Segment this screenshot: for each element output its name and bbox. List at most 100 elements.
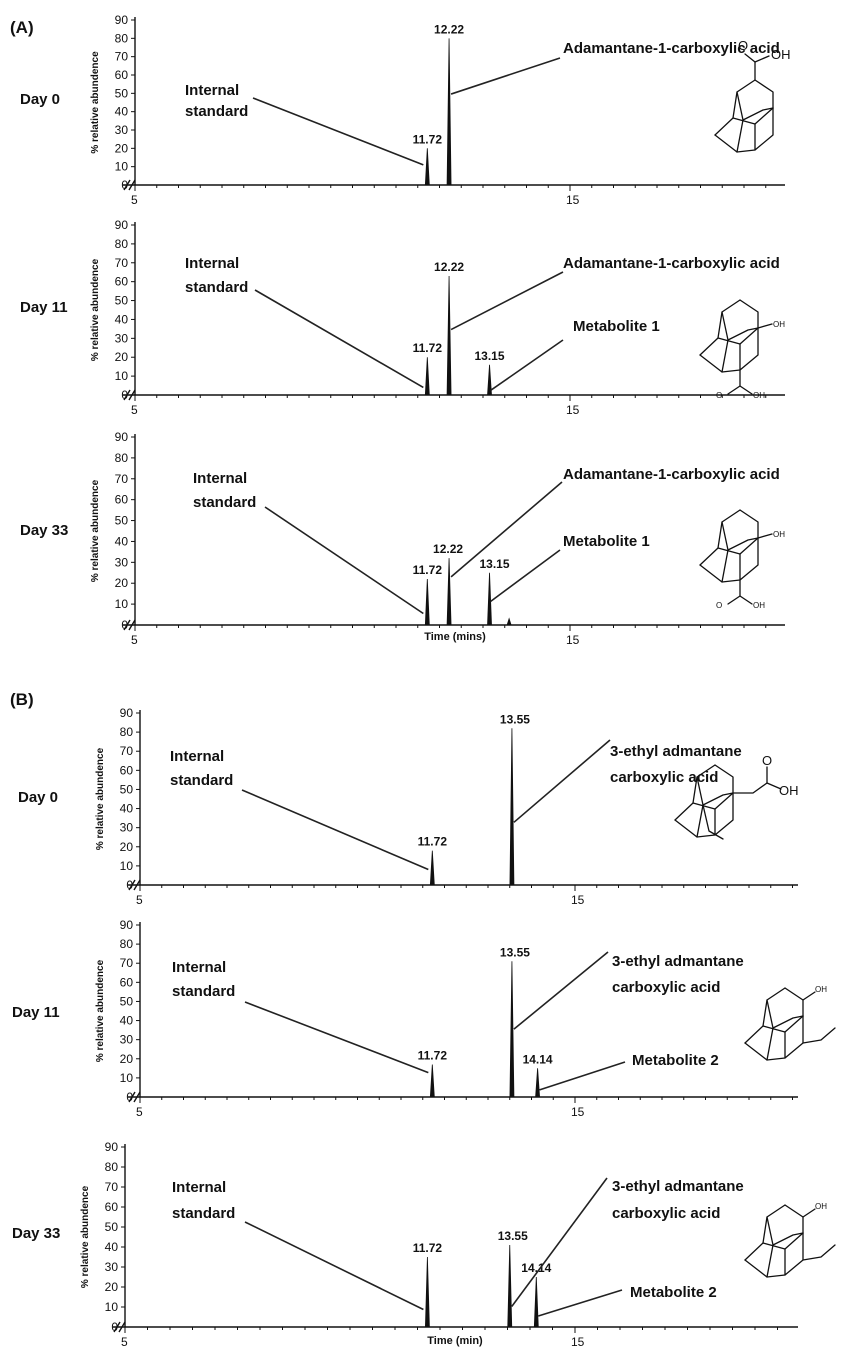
y-tick-label: 60 <box>120 975 134 989</box>
molecule-bond <box>714 107 774 136</box>
molecule-bond <box>744 1015 804 1044</box>
chromatogram-2: Day 11% relative abundence01020304050607… <box>20 218 785 417</box>
molecule-structure: OH <box>744 985 836 1061</box>
molecule-bond <box>699 327 759 356</box>
x-axis-label: Time (mins) <box>424 631 486 643</box>
y-tick-label: 30 <box>105 1260 119 1274</box>
y-tick-label: 0 <box>111 1320 118 1334</box>
y-tick-label: 20 <box>115 141 129 155</box>
y-tick-label: 70 <box>105 1180 119 1194</box>
molecule-bond <box>717 509 741 549</box>
molecule-bond <box>699 537 759 566</box>
annotation-leader-line <box>539 1061 626 1091</box>
peak-annotation: Adamantane-1-carboxylic acid <box>563 255 780 272</box>
y-tick-label: 30 <box>115 555 129 569</box>
peak-annotation: Adamantane-1-carboxylic acid <box>563 40 780 57</box>
peak-label: 12.22 <box>433 542 463 556</box>
chromatogram-4: (B)Day 0% relative abundence010203040506… <box>10 690 799 907</box>
molecule-bond <box>699 354 741 373</box>
peak-label: 12.22 <box>434 22 464 36</box>
y-tick-label: 20 <box>105 1280 119 1294</box>
peak-annotation: carboxylic acid <box>610 769 718 786</box>
y-tick-label: 90 <box>115 218 129 232</box>
y-axis-label: % relative abundence <box>95 959 106 1062</box>
y-tick-label: 0 <box>121 388 128 402</box>
axis-break <box>128 879 136 891</box>
molecule-structure: OH <box>744 1202 836 1278</box>
annotation-leader-line <box>254 289 424 389</box>
molecule-atom-label: O <box>716 391 722 400</box>
y-tick-label: 30 <box>120 821 134 835</box>
x-tick-label: 5 <box>136 893 143 907</box>
peak-annotation: carboxylic acid <box>612 1205 720 1222</box>
y-tick-label: 90 <box>105 1140 119 1154</box>
y-tick-label: 60 <box>105 1200 119 1214</box>
chromatogram-peak <box>446 38 452 186</box>
molecule-structure: OOH <box>674 753 799 840</box>
chromatogram-peak <box>509 728 515 886</box>
peak-annotation: standard <box>185 279 248 296</box>
annotation-leader-line <box>513 951 609 1030</box>
chromatogram-peak <box>446 558 452 626</box>
molecule-bond <box>674 792 734 821</box>
molecule-bond <box>727 369 741 395</box>
y-tick-label: 30 <box>115 123 129 137</box>
annotation-leader-line <box>450 57 561 95</box>
chromatogram-peak <box>507 1244 513 1328</box>
y-tick-label: 70 <box>115 50 129 64</box>
y-tick-label: 20 <box>120 840 134 854</box>
molecule-bond <box>744 53 756 81</box>
peak-annotation: Internal <box>185 82 239 99</box>
annotation-leader-line <box>450 481 563 578</box>
chromatogram-peak <box>509 961 515 1098</box>
chromatogram-5: Day 11% relative abundence01020304050607… <box>12 918 836 1119</box>
annotation-leader-line <box>450 271 564 331</box>
x-tick-label: 15 <box>571 1105 585 1119</box>
x-tick-label: 5 <box>136 1105 143 1119</box>
molecule-atom-label: OH <box>815 1202 827 1211</box>
annotation-leader-line <box>241 789 429 871</box>
peak-annotation: standard <box>170 772 233 789</box>
y-axis-label: % relative abundence <box>90 479 101 582</box>
y-tick-label: 20 <box>120 1052 134 1066</box>
molecule-bond <box>739 299 759 329</box>
molecule-bond <box>802 991 816 1001</box>
x-tick-label: 15 <box>571 1335 585 1349</box>
y-tick-label: 20 <box>115 576 129 590</box>
chromatogram-peak <box>429 850 435 886</box>
annotation-leader-line <box>490 339 564 392</box>
molecule-bond <box>772 1015 804 1029</box>
molecule-atom-label: OH <box>773 320 785 329</box>
day-label: Day 11 <box>12 1004 60 1021</box>
molecule-bond <box>766 999 774 1061</box>
peak-label: 11.72 <box>418 835 448 849</box>
peak-annotation: Internal <box>172 1179 226 1196</box>
molecule-bond <box>802 1244 836 1261</box>
y-tick-label: 20 <box>115 350 129 364</box>
molecule-bond <box>714 134 756 153</box>
y-tick-label: 90 <box>115 430 129 444</box>
peak-label: 11.72 <box>413 132 443 146</box>
annotation-leader-line <box>244 1221 424 1311</box>
x-tick-label: 5 <box>131 403 138 417</box>
x-tick-label: 5 <box>131 193 138 207</box>
chromatogram-3: Day 33% relative abundence01020304050607… <box>20 430 785 647</box>
y-tick-label: 70 <box>115 256 129 270</box>
molecule-bond <box>757 533 773 539</box>
y-tick-label: 80 <box>120 725 134 739</box>
molecule-bond <box>802 1208 816 1218</box>
molecule-bond <box>784 1015 804 1059</box>
peak-label: 11.72 <box>413 341 443 355</box>
molecule-bond <box>739 385 753 395</box>
molecule-bond <box>739 537 759 581</box>
molecule-bond <box>727 579 741 605</box>
day-label: Day 33 <box>12 1225 60 1242</box>
y-tick-label: 10 <box>115 597 129 611</box>
axis-break <box>123 389 131 401</box>
x-tick-label: 15 <box>566 403 580 417</box>
y-tick-label: 60 <box>115 493 129 507</box>
peak-annotation: 3-ethyl admantane <box>612 1178 744 1195</box>
chromatogram-peak <box>446 275 452 396</box>
